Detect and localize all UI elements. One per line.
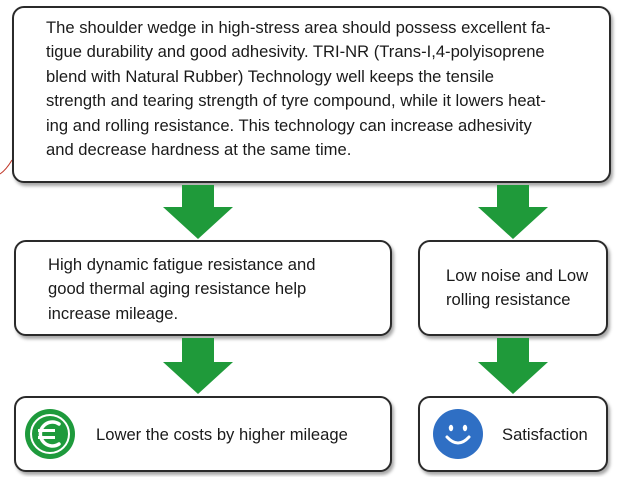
- down-arrow-left-1: [163, 185, 233, 239]
- bottom-left-result-box: Lower the costs by higher mileage: [14, 396, 392, 472]
- mid-left-line-1: High dynamic fatigue resistance and: [48, 255, 316, 274]
- mid-left-line-2: good thermal aging resistance help: [48, 279, 307, 299]
- top-line-6: and decrease hardness at the same time.: [46, 140, 352, 160]
- side-connector-line: [0, 159, 12, 175]
- down-arrow-right-1: [478, 185, 548, 239]
- top-line-4: strength and tearing strength of tyre co…: [46, 91, 546, 111]
- smiley-face-icon: [433, 409, 483, 459]
- mid-right-line-2: rolling resistance: [446, 290, 571, 310]
- down-arrow-right-2: [478, 338, 548, 394]
- mid-right-benefit-box: Low noise and Low rolling resistance: [418, 240, 608, 336]
- top-line-1: The shoulder wedge in high-stress area s…: [46, 18, 551, 37]
- top-line-5: ing and rolling resistance. This technol…: [46, 115, 532, 135]
- mid-left-line-3: increase mileage.: [48, 303, 179, 323]
- euro-coin-icon: [25, 409, 75, 459]
- bottom-right-result-box: Satisfaction: [418, 396, 608, 472]
- bottom-left-label: Lower the costs by higher mileage: [96, 425, 348, 444]
- top-description-box: The shoulder wedge in high-stress area s…: [12, 6, 611, 183]
- mid-right-line-1: Low noise and Low: [446, 266, 589, 285]
- top-line-3: blend with Natural Rubber) Technology we…: [46, 66, 494, 86]
- bottom-right-label: Satisfaction: [502, 425, 588, 444]
- down-arrow-left-2: [163, 338, 233, 394]
- mid-left-benefit-box: High dynamic fatigue resistance and good…: [14, 240, 392, 336]
- top-line-2: tigue durability and good adhesivity. TR…: [46, 42, 545, 62]
